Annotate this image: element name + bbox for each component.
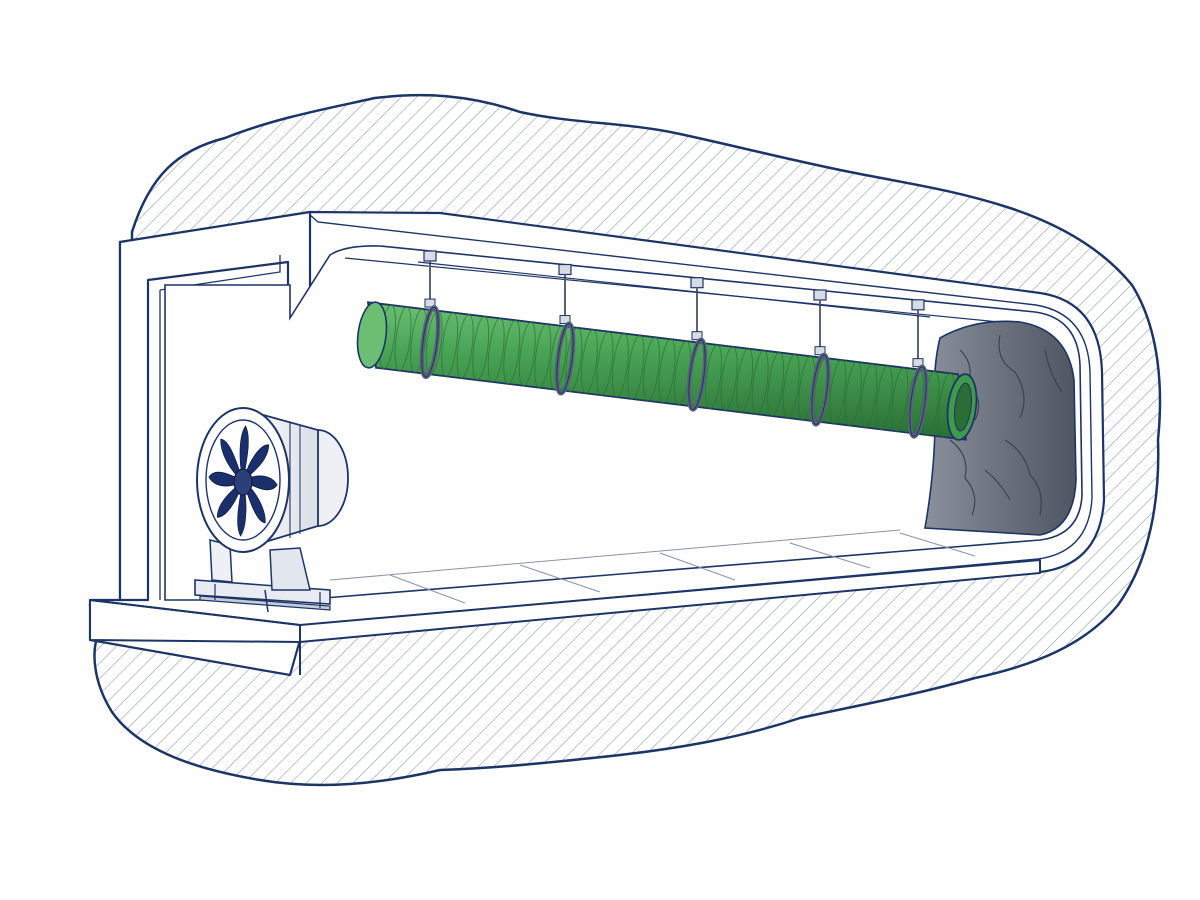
duct-rib: [518, 321, 536, 387]
duct-rib: [627, 334, 645, 400]
duct-rib: [549, 325, 567, 390]
duct-rib: [394, 306, 412, 372]
duct-hangers: [417, 250, 931, 439]
duct-rib: [534, 323, 552, 389]
duct-rib: [767, 352, 785, 417]
duct-rib: [736, 348, 754, 413]
duct-rib: [565, 327, 583, 392]
fan-blade: [239, 425, 249, 483]
hanger: [419, 250, 441, 380]
fan-blade: [220, 438, 244, 483]
duct-rib: [410, 308, 427, 373]
hanger: [907, 299, 929, 439]
duct-rib: [658, 338, 676, 404]
hanger: [686, 277, 708, 412]
duct-rib: [875, 365, 893, 430]
duct-rib: [860, 363, 878, 428]
duct-outlet-opening: [954, 382, 972, 432]
duct-rib: [829, 359, 847, 425]
duct-rib: [612, 333, 629, 398]
ventilation-duct: [356, 301, 978, 441]
duct-rib: [441, 312, 459, 377]
duct-rib: [580, 329, 598, 394]
duct-rib: [720, 346, 738, 411]
duct-rib: [751, 350, 769, 415]
hanger: [554, 263, 576, 396]
duct-rib: [844, 361, 862, 426]
duct-rib: [705, 344, 722, 409]
duct-rib: [643, 336, 660, 402]
floor-panels: [329, 529, 976, 604]
axial-fan: [194, 407, 349, 613]
duct-rib: [472, 316, 490, 381]
duct-rib: [596, 331, 614, 396]
duct-rib: [503, 319, 521, 385]
duct-inlet: [356, 301, 388, 369]
duct-rib: [891, 367, 909, 432]
duct-rib: [782, 353, 800, 419]
duct-rib: [456, 314, 474, 379]
fan-hub: [233, 468, 253, 496]
duct-rib: [487, 317, 505, 383]
hanger: [809, 289, 831, 427]
